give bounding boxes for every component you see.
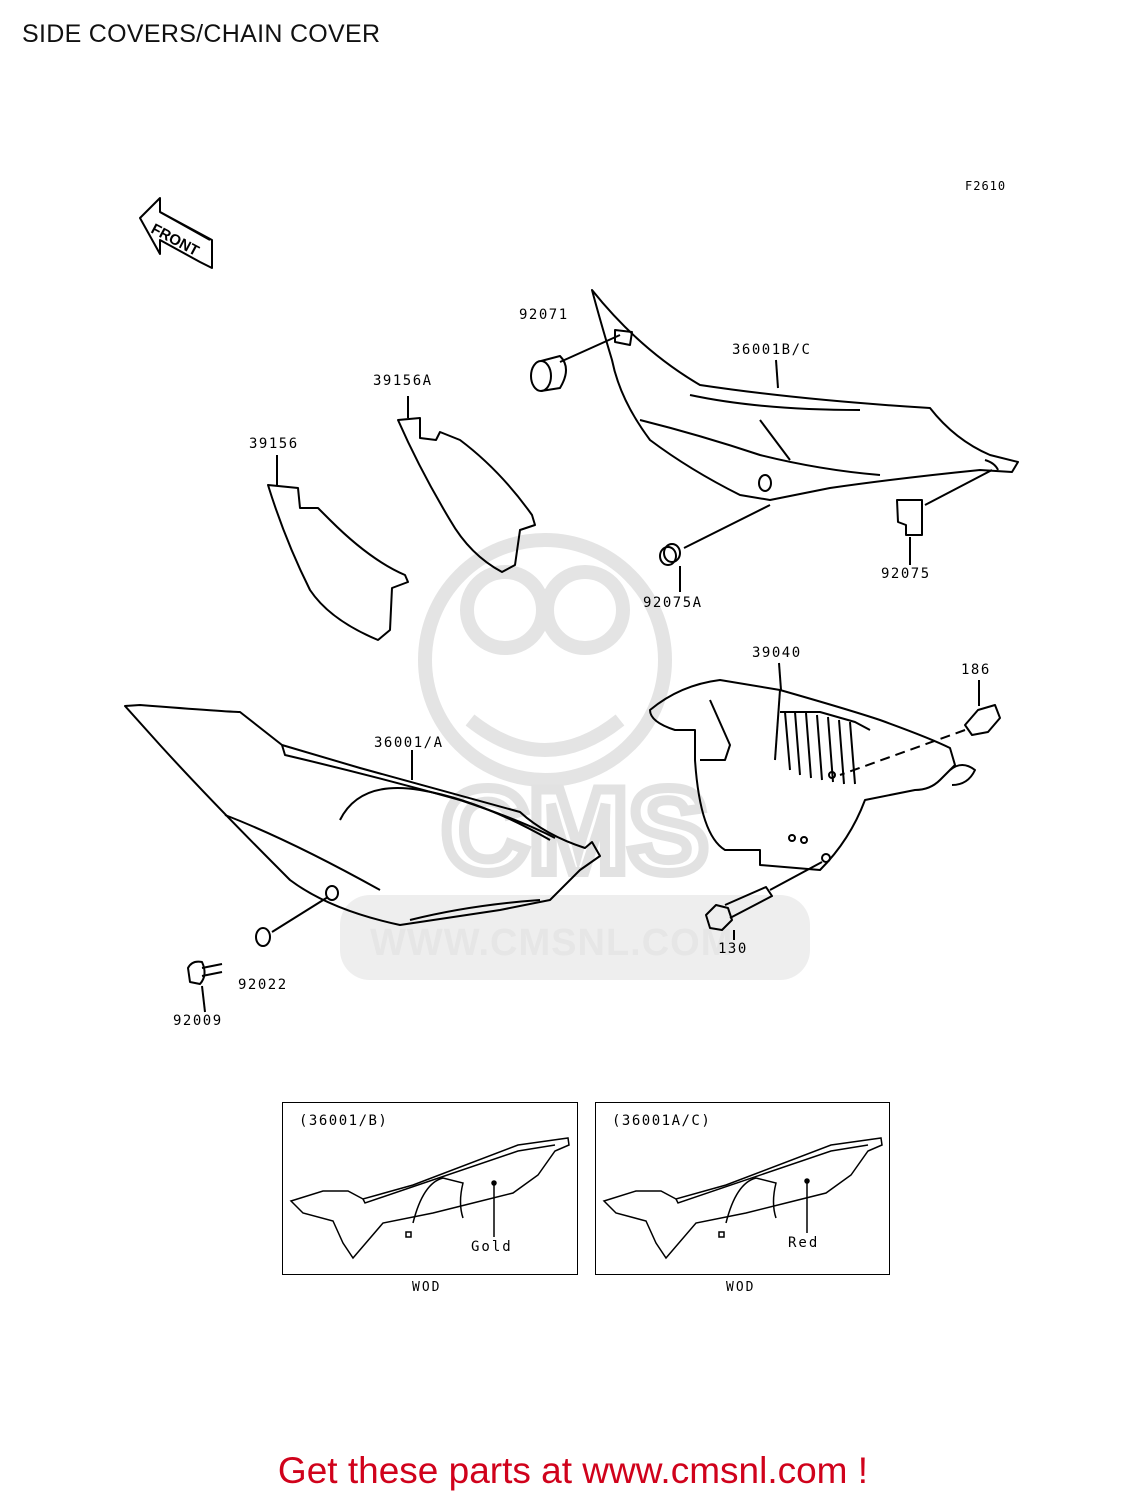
part-label-186: 186 xyxy=(961,662,991,678)
inset-cover-drawing xyxy=(602,1137,883,1260)
grommet-92071 xyxy=(530,334,621,392)
cta-link[interactable]: Get these parts at www.cmsnl.com ! xyxy=(277,1450,869,1491)
inset-36001b: (36001/B) Gold xyxy=(282,1102,578,1275)
inset-caption-1: WOD xyxy=(412,1280,442,1295)
watermark-url: WWW.CMSNL.COM xyxy=(370,922,734,964)
part-label-39156a: 39156A xyxy=(373,373,433,389)
part-label-36001a: 36001/A xyxy=(374,735,444,751)
part-label-92071: 92071 xyxy=(519,307,569,323)
chain-cover-39040 xyxy=(649,679,976,871)
screw-92009 xyxy=(187,960,223,985)
washer-92022 xyxy=(255,927,271,947)
side-cover-36001bc xyxy=(591,289,1019,501)
bolt-130 xyxy=(705,861,823,931)
plate-39156a xyxy=(397,417,536,573)
part-label-92075: 92075 xyxy=(881,566,931,582)
part-label-39156: 39156 xyxy=(249,436,299,452)
inset-title: (36001/B) xyxy=(299,1113,389,1129)
front-label: FRONT xyxy=(148,221,202,260)
part-label-130: 130 xyxy=(718,941,748,957)
inset-caption-2: WOD xyxy=(726,1280,756,1295)
part-label-92022: 92022 xyxy=(238,977,288,993)
side-cover-36001a xyxy=(124,704,601,933)
front-arrow-icon: FRONT xyxy=(139,197,213,269)
figure-code: F2610 xyxy=(965,179,1007,193)
part-label-92075a: 92075A xyxy=(643,595,703,611)
plate-39156 xyxy=(267,484,409,641)
inset-color-red: Red xyxy=(788,1235,820,1251)
watermark-brand: CMS xyxy=(442,764,709,898)
grommet-92075a xyxy=(659,504,771,566)
part-label-39040: 39040 xyxy=(752,645,802,661)
inset-cover-drawing xyxy=(289,1137,570,1260)
inset-color-gold: Gold xyxy=(471,1239,513,1255)
inset-title: (36001A/C) xyxy=(612,1113,712,1129)
clip-92075 xyxy=(896,469,993,536)
bolt-186 xyxy=(839,704,1001,776)
part-label-92009: 92009 xyxy=(173,1013,223,1029)
page-title: SIDE COVERS/CHAIN COVER xyxy=(22,20,381,48)
part-label-36001bc: 36001B/C xyxy=(732,342,812,358)
inset-36001ac: (36001A/C) Red xyxy=(595,1102,890,1275)
